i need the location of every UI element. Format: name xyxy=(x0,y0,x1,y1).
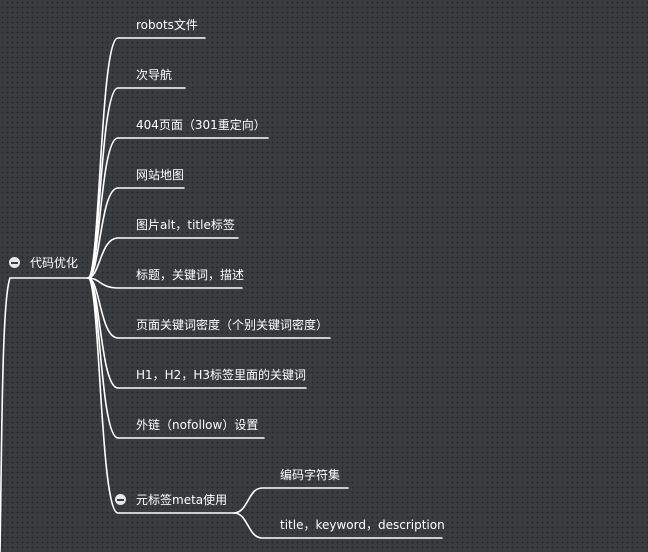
connector-nofollow xyxy=(87,277,265,439)
connector-meta xyxy=(87,277,235,514)
connector-404 xyxy=(87,137,269,279)
subtopic-charset[interactable]: 编码字符集 xyxy=(280,468,341,482)
topic-nofollow[interactable]: 外链（nofollow）设置 xyxy=(136,418,259,432)
topic-robots[interactable]: robots文件 xyxy=(136,18,198,32)
connector-title-kw xyxy=(87,277,243,289)
topic-secondary-nav[interactable]: 次导航 xyxy=(136,68,173,82)
connector-charset xyxy=(233,487,349,514)
connector-meta-desc xyxy=(233,512,443,539)
topic-404-page[interactable]: 404页面（301重定向） xyxy=(136,118,266,132)
subtopic-meta-desc[interactable]: title，keyword，description xyxy=(280,518,445,532)
topic-meta[interactable]: 元标签meta使用 xyxy=(136,493,228,507)
meta-collapse-icon[interactable] xyxy=(115,494,126,505)
root-collapse-icon[interactable] xyxy=(9,257,20,268)
connector-sitemap xyxy=(87,187,185,279)
topic-sitemap[interactable]: 网站地图 xyxy=(136,168,185,182)
topic-keyword-density[interactable]: 页面关键词密度（个别关键词密度） xyxy=(136,318,329,332)
root-stem-line xyxy=(0,277,89,552)
topic-h-tags[interactable]: H1，H2，H3标签里面的关键词 xyxy=(136,368,306,382)
topic-img-alt[interactable]: 图片alt，title标签 xyxy=(136,218,235,232)
topic-title-keywords[interactable]: 标题，关键词，描述 xyxy=(136,268,245,282)
connector-img-alt xyxy=(87,237,239,279)
root-topic[interactable]: 代码优化 xyxy=(30,256,79,270)
